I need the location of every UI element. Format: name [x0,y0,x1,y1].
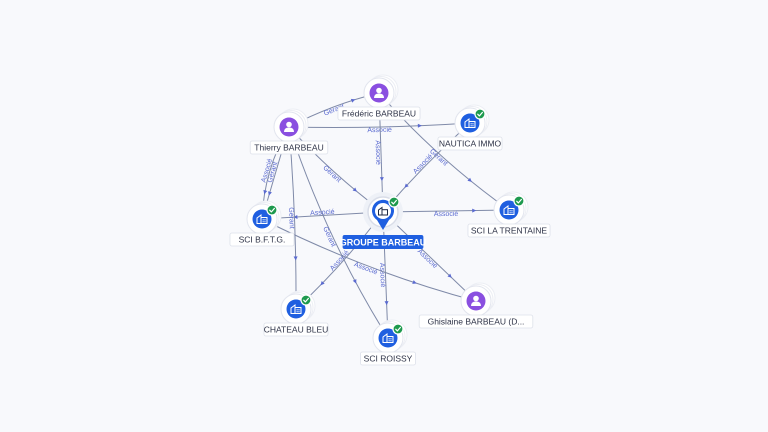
node-label: NAUTICA IMMO [439,139,502,149]
edge-arrow [417,123,422,128]
edge-arrow [263,189,268,195]
node-label-box [249,140,329,155]
edge-line [261,218,477,302]
person-icon [374,87,384,98]
edge-label: Associé [374,140,382,165]
edge-thierry-nautica: Associé [288,122,471,135]
verified-check-icon [513,195,525,207]
edge-label: Associé [329,249,351,272]
node-label-box [467,223,551,238]
edge-arrow [467,177,472,182]
edge-label: Associé [353,261,378,276]
edge-label: Associé [378,263,386,288]
building-icon [382,333,394,343]
node-label: CHATEAU BLEU [264,325,329,335]
verified-check-icon [266,204,278,216]
node-label: Ghislaine BARBEAU (D... [428,317,525,327]
node-label: Thierry BARBEAU [254,143,323,153]
edge-label: Associé [310,209,335,217]
node-trentaine[interactable]: SCI LA TRENTAINE [467,191,551,238]
edge-arrow [352,279,357,284]
edge-arrow [352,187,357,192]
node-center-groupe[interactable]: GROUPE BARBEAU [340,192,427,249]
person-icon [284,121,294,132]
verified-check-icon [474,108,486,120]
center-label: GROUPE BARBEAU [340,238,427,248]
edge-arrow [268,191,272,196]
person-icon [471,295,481,306]
edge-label: Gérant [287,207,295,229]
node-bftg[interactable]: SCI B.F.T.G. [229,200,295,247]
node-label: Frédéric BARBEAU [342,109,416,119]
edge-arrow [293,256,298,261]
node-frederic[interactable]: Frédéric BARBEAU [337,74,421,121]
node-nautica[interactable]: NAUTICA IMMO [437,104,503,151]
edge-arrow [293,214,298,219]
edge-arrow [472,208,477,213]
edge-label: Associé [434,211,459,218]
node-label-box [263,322,329,337]
node-label: SCI LA TRENTAINE [471,226,548,236]
node-ghislaine[interactable]: Ghislaine BARBEAU (D... [418,282,534,329]
node-chateau[interactable]: CHATEAU BLEU [263,290,329,337]
edge-arrow [412,280,417,284]
verified-check-icon [388,196,400,208]
node-roissy[interactable]: SCI ROISSY [360,319,416,366]
node-label: SCI ROISSY [364,354,413,364]
edge-label: Associé [412,153,434,176]
building-icon [256,214,268,224]
edge-label: Gérant [321,226,336,248]
building-icon [378,206,388,216]
edge-label: Gérant [321,165,342,185]
edge-line [288,122,471,128]
edge-line [288,126,389,339]
verified-check-icon [392,323,404,335]
center-label-box [342,235,424,249]
node-label-box [360,351,416,366]
building-icon [503,205,515,215]
verified-check-icon [300,294,312,306]
edge-arrow [379,177,384,182]
node-thierry[interactable]: Thierry BARBEAU [249,108,329,155]
edge-arrow [320,281,325,286]
node-label: SCI B.F.T.G. [239,235,286,245]
node-label-box [418,314,534,329]
edge-arrow [384,301,389,306]
edge-arrow [350,98,356,103]
nodes-layer: Frédéric BARBEAU Thierry BARBEAU NAUTICA I… [229,74,551,366]
node-label-box [437,136,503,151]
edge-label: Associé [367,127,392,135]
edge-arrow [404,183,409,188]
edge-bftg-ghislaine: Associé [261,218,477,302]
edge-arrow [447,273,452,278]
node-label-box [229,232,295,247]
node-label-box [337,106,421,121]
building-icon [290,304,302,314]
building-icon [464,118,476,128]
edge-label: Associé [416,248,439,270]
